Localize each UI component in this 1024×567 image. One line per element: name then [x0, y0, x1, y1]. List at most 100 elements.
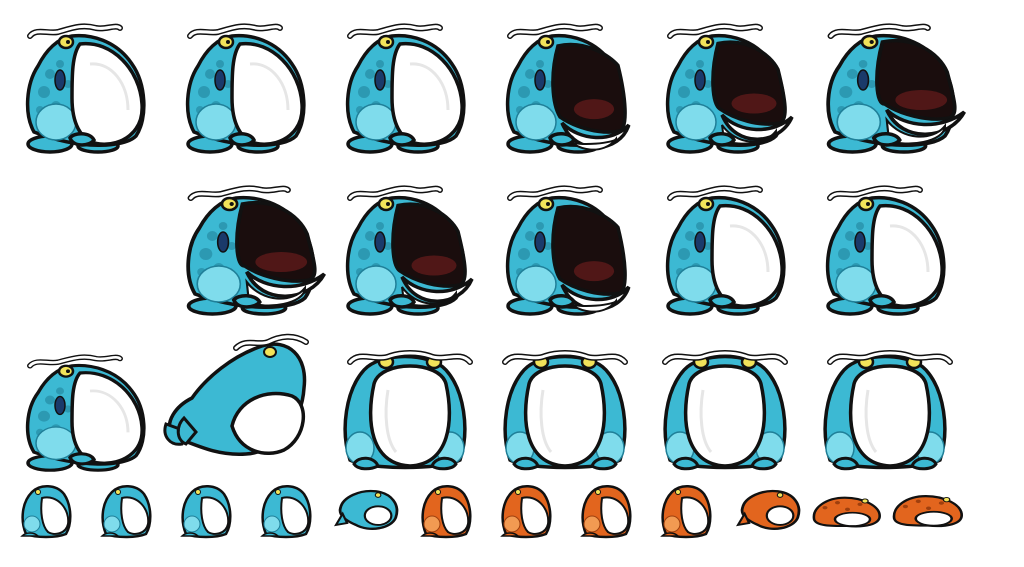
- toad-eye: [115, 489, 121, 495]
- toad-whisker: [348, 24, 442, 38]
- toad-skin-bump: [358, 248, 370, 260]
- toad-sprite-r4-9: [658, 480, 714, 540]
- toad-skin-bump: [696, 60, 704, 68]
- toad-skin-bump: [696, 222, 704, 230]
- toad-belly: [833, 511, 872, 527]
- toad-pupil: [546, 202, 550, 206]
- toad-sprite-r1-4: [500, 14, 631, 154]
- toad-thigh: [35, 103, 77, 141]
- toad-sprite-image: [665, 185, 786, 316]
- toad-skin-bump: [56, 60, 64, 68]
- toad-body-group: [343, 350, 473, 471]
- toad-thigh: [515, 103, 557, 141]
- toad-belly: [363, 505, 393, 526]
- toad-skin-bump: [205, 69, 215, 79]
- toad-skin-bump: [856, 222, 864, 230]
- toad-skin-bump: [38, 86, 50, 98]
- toad-sprite-image: [500, 485, 552, 539]
- toad-skin-bump: [384, 80, 392, 88]
- toad-body-group: [505, 185, 631, 316]
- toad-sprite-image: [505, 23, 631, 154]
- toad-thigh: [423, 515, 441, 533]
- toad-cheek: [214, 69, 226, 91]
- toad-skin-bump: [536, 222, 544, 230]
- toad-skin-bump: [685, 231, 695, 241]
- toad-foot: [580, 532, 600, 537]
- toad-skin-bump: [544, 80, 552, 88]
- toad-thigh: [675, 265, 717, 303]
- toad-sprite-r2-2: [340, 176, 474, 316]
- toad-sprite-r2-4: [660, 176, 790, 316]
- toad-sprite-r4-1: [18, 480, 74, 540]
- toad-foot: [420, 532, 440, 537]
- toad-foot: [910, 456, 938, 471]
- toad-skin-bump: [845, 231, 855, 241]
- toad-body-group: [505, 23, 631, 154]
- toad-skin-bump: [678, 86, 690, 98]
- toad-belly: [683, 364, 767, 468]
- toad-belly-shine: [889, 224, 930, 273]
- toad-body-group: [420, 485, 472, 539]
- toad-body-group: [662, 350, 788, 471]
- toad-sprite-image: [25, 354, 146, 472]
- toad-sprite-r3-5: [660, 340, 790, 471]
- toad-throat: [255, 252, 308, 272]
- toad-body-group: [825, 185, 946, 316]
- toad-body-group: [185, 23, 306, 154]
- toad-throat: [573, 99, 615, 120]
- toad-sprite-r3-1: [20, 346, 150, 472]
- toad-eye: [35, 489, 41, 495]
- toad-skin-bump: [845, 507, 850, 511]
- toad-belly: [70, 41, 144, 146]
- toad-pupil: [229, 202, 234, 206]
- toad-sprite-r4-10: [735, 482, 801, 538]
- toad-sprite-r1-2: [180, 14, 310, 154]
- toad-cheek: [374, 69, 386, 91]
- toad-whisker: [508, 186, 602, 200]
- toad-foot: [180, 532, 200, 537]
- toad-body-group: [665, 23, 794, 154]
- toad-foot: [512, 456, 540, 471]
- toad-skin-bump: [938, 501, 944, 505]
- toad-belly-shine: [249, 62, 290, 111]
- toad-belly: [848, 364, 932, 468]
- toad-skin-bump: [857, 502, 863, 506]
- toad-thigh: [195, 103, 237, 141]
- toad-skin-bump: [544, 242, 552, 250]
- toad-sprite-r4-5: [333, 482, 399, 538]
- toad-skin-bump: [56, 387, 64, 395]
- toad-sprite-image: [333, 489, 399, 530]
- toad-sprite-image: [580, 485, 632, 539]
- toad-throat: [573, 261, 615, 282]
- toad-foot: [660, 532, 680, 537]
- toad-body-group: [333, 489, 399, 530]
- toad-skin-bump: [38, 410, 50, 422]
- toad-throat: [731, 93, 777, 114]
- toad-foot: [430, 456, 458, 471]
- toad-pupil: [706, 202, 710, 206]
- toad-skin-bump: [525, 231, 535, 241]
- toad-cheek: [534, 69, 546, 91]
- toad-front-foot: [708, 132, 737, 147]
- toad-skin-bump: [822, 506, 828, 510]
- toad-sprite-r2-3: [500, 176, 631, 316]
- toad-pupil: [386, 40, 390, 44]
- toad-eye: [776, 492, 784, 498]
- toad-pupil: [386, 202, 390, 206]
- toad-front-foot: [548, 294, 577, 309]
- toad-sprite-r4-12: [890, 484, 964, 536]
- toad-cheek: [856, 69, 870, 91]
- toad-thigh: [35, 426, 77, 461]
- toad-skin-bump: [365, 69, 375, 79]
- toad-pupil: [226, 40, 230, 44]
- toad-eye: [515, 489, 521, 495]
- toad-whisker: [663, 351, 787, 364]
- toad-foot: [832, 456, 860, 471]
- toad-sprite-image: [812, 496, 881, 528]
- toad-front-foot: [708, 294, 737, 309]
- toad-skin-bump: [846, 69, 858, 79]
- toad-thigh: [835, 265, 877, 303]
- toad-belly-shine: [539, 389, 553, 453]
- toad-sprite-image: [100, 485, 152, 539]
